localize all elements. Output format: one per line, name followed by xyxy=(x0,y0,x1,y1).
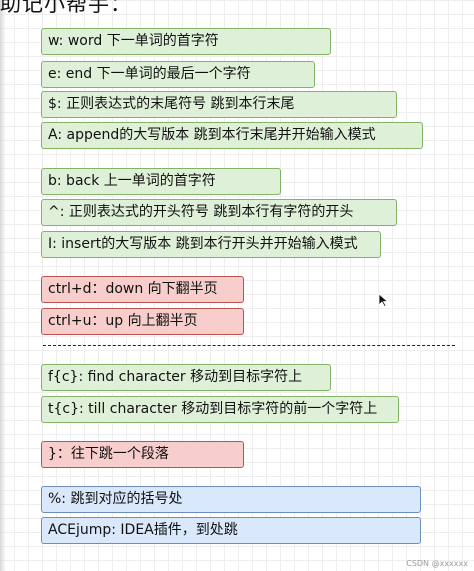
watermark: CSDN @xxxxxx xyxy=(406,559,468,568)
card-percent-bracket[interactable]: %: 跳到对应的括号处 xyxy=(41,486,421,513)
card-A-append[interactable]: A: append的大写版本 跳到本行末尾并开始输入模式 xyxy=(41,122,423,149)
card-b-back[interactable]: b: back 上一单词的首字符 xyxy=(41,168,281,195)
card-caret-line-start[interactable]: ^: 正则表达式的开头符号 跳到本行有字符的开头 xyxy=(41,199,397,226)
card-ctrl-u-up[interactable]: ctrl+u：up 向上翻半页 xyxy=(41,308,244,335)
card-brace-paragraph[interactable]: }：往下跳一个段落 xyxy=(41,441,244,468)
left-edge-shadow xyxy=(0,0,6,571)
mouse-pointer-icon xyxy=(378,293,389,307)
card-t-till[interactable]: t{c}: till character 移动到目标字符的前一个字符上 xyxy=(41,396,399,423)
card-w-word[interactable]: w: word 下一单词的首字符 xyxy=(41,28,331,55)
card-acejump-plugin[interactable]: ACEjump: IDEA插件，到处跳 xyxy=(41,517,421,544)
card-I-insert[interactable]: I: insert的大写版本 跳到本行开头并开始输入模式 xyxy=(41,231,381,258)
card-dollar-line-end[interactable]: $: 正则表达式的末尾符号 跳到本行末尾 xyxy=(41,91,397,118)
card-ctrl-d-down[interactable]: ctrl+d：down 向下翻半页 xyxy=(41,276,244,303)
card-e-end[interactable]: e: end 下一单词的最后一个字符 xyxy=(41,61,315,88)
dashed-divider xyxy=(43,345,455,346)
page-title: 助记小帮手： xyxy=(0,0,132,16)
card-f-find[interactable]: f{c}: find character 移动到目标字符上 xyxy=(41,364,331,391)
